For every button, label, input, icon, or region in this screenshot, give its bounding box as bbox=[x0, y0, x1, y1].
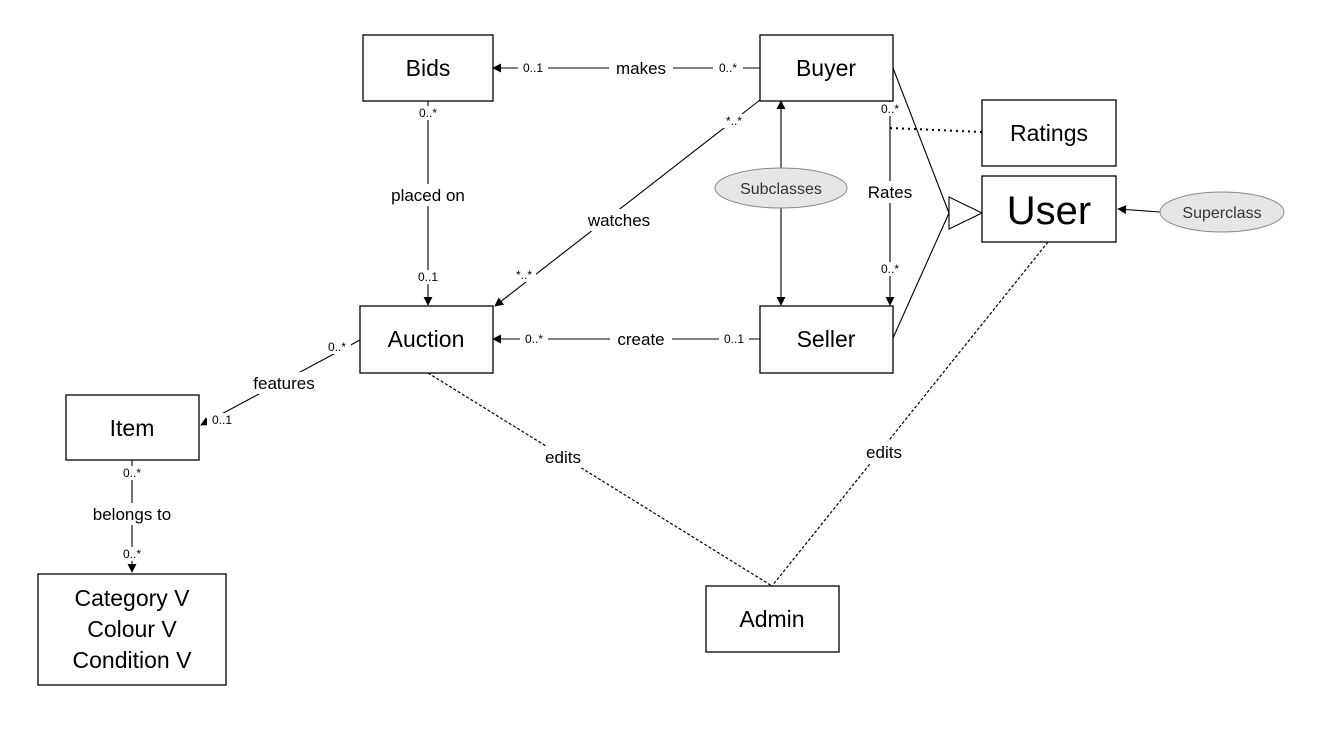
create-seller-multiplicity: 0..1 bbox=[724, 332, 744, 346]
features-auction-multiplicity: 0..* bbox=[328, 340, 346, 354]
association-features: 0..* features 0..1 bbox=[200, 339, 361, 427]
watches-buyer-multiplicity: *..* bbox=[726, 114, 742, 128]
association-belongs-to: 0..* belongs to 0..* bbox=[80, 460, 184, 573]
generalization-user bbox=[892, 67, 984, 339]
class-user[interactable]: User bbox=[981, 175, 1117, 243]
class-item[interactable]: Item bbox=[65, 394, 200, 461]
makes-label: makes bbox=[616, 59, 666, 78]
rates-label: Rates bbox=[868, 183, 912, 202]
association-rates: 0..* Rates 0..* bbox=[865, 101, 915, 306]
create-label: create bbox=[617, 330, 664, 349]
class-auction-name: Auction bbox=[388, 326, 465, 352]
makes-buyer-multiplicity: 0..* bbox=[719, 61, 737, 75]
category-attribute: Category V bbox=[74, 585, 190, 611]
placed-on-label: placed on bbox=[391, 186, 465, 205]
makes-bids-multiplicity: 0..1 bbox=[523, 61, 543, 75]
edits-auction-label: edits bbox=[545, 448, 581, 467]
class-ratings[interactable]: Ratings bbox=[981, 99, 1117, 167]
colour-attribute: Colour V bbox=[87, 616, 177, 642]
class-auction[interactable]: Auction bbox=[359, 305, 494, 374]
superclass-note-link bbox=[1117, 205, 1161, 215]
class-seller[interactable]: Seller bbox=[759, 305, 894, 374]
association-placed-on: 0..* placed on 0..1 bbox=[380, 101, 476, 306]
ratings-association-link bbox=[889, 127, 983, 133]
class-buyer[interactable]: Buyer bbox=[759, 34, 894, 102]
class-admin[interactable]: Admin bbox=[705, 585, 840, 653]
rates-buyer-multiplicity: 0..* bbox=[881, 102, 899, 116]
class-seller-name: Seller bbox=[797, 326, 856, 352]
condition-attribute: Condition V bbox=[73, 647, 193, 673]
superclass-note-text: Superclass bbox=[1182, 205, 1261, 222]
features-item-multiplicity: 0..1 bbox=[212, 413, 232, 427]
rates-seller-multiplicity: 0..* bbox=[881, 262, 899, 276]
watches-auction-multiplicity: *..* bbox=[516, 268, 532, 282]
placed-on-auction-multiplicity: 0..1 bbox=[418, 270, 438, 284]
association-edits-auction: edits bbox=[427, 372, 773, 587]
placed-on-bids-multiplicity: 0..* bbox=[419, 106, 437, 120]
subclasses-note-text: Subclasses bbox=[740, 181, 822, 198]
features-label: features bbox=[253, 374, 314, 393]
class-ratings-name: Ratings bbox=[1010, 120, 1088, 146]
class-admin-name: Admin bbox=[739, 606, 804, 632]
association-edits-user: edits bbox=[771, 241, 1049, 587]
belongs-to-item-multiplicity: 0..* bbox=[123, 466, 141, 480]
class-category[interactable]: Category V Colour V Condition V bbox=[37, 573, 227, 686]
association-create: 0..* create 0..1 bbox=[492, 329, 760, 349]
association-watches: watches *..* *..* bbox=[494, 99, 761, 307]
edits-user-label: edits bbox=[866, 443, 902, 462]
superclass-note[interactable]: Superclass bbox=[1159, 191, 1285, 233]
belongs-to-category-multiplicity: 0..* bbox=[123, 547, 141, 561]
belongs-to-label: belongs to bbox=[93, 505, 171, 524]
class-bids[interactable]: Bids bbox=[362, 34, 494, 102]
class-bids-name: Bids bbox=[406, 55, 451, 81]
watches-label: watches bbox=[587, 211, 650, 230]
association-makes: makes 0..1 0..* bbox=[492, 58, 760, 78]
class-item-name: Item bbox=[110, 415, 155, 441]
class-buyer-name: Buyer bbox=[796, 55, 856, 81]
subclasses-note[interactable]: Subclasses bbox=[714, 167, 848, 209]
class-user-name: User bbox=[1007, 189, 1091, 233]
create-auction-multiplicity: 0..* bbox=[525, 332, 543, 346]
